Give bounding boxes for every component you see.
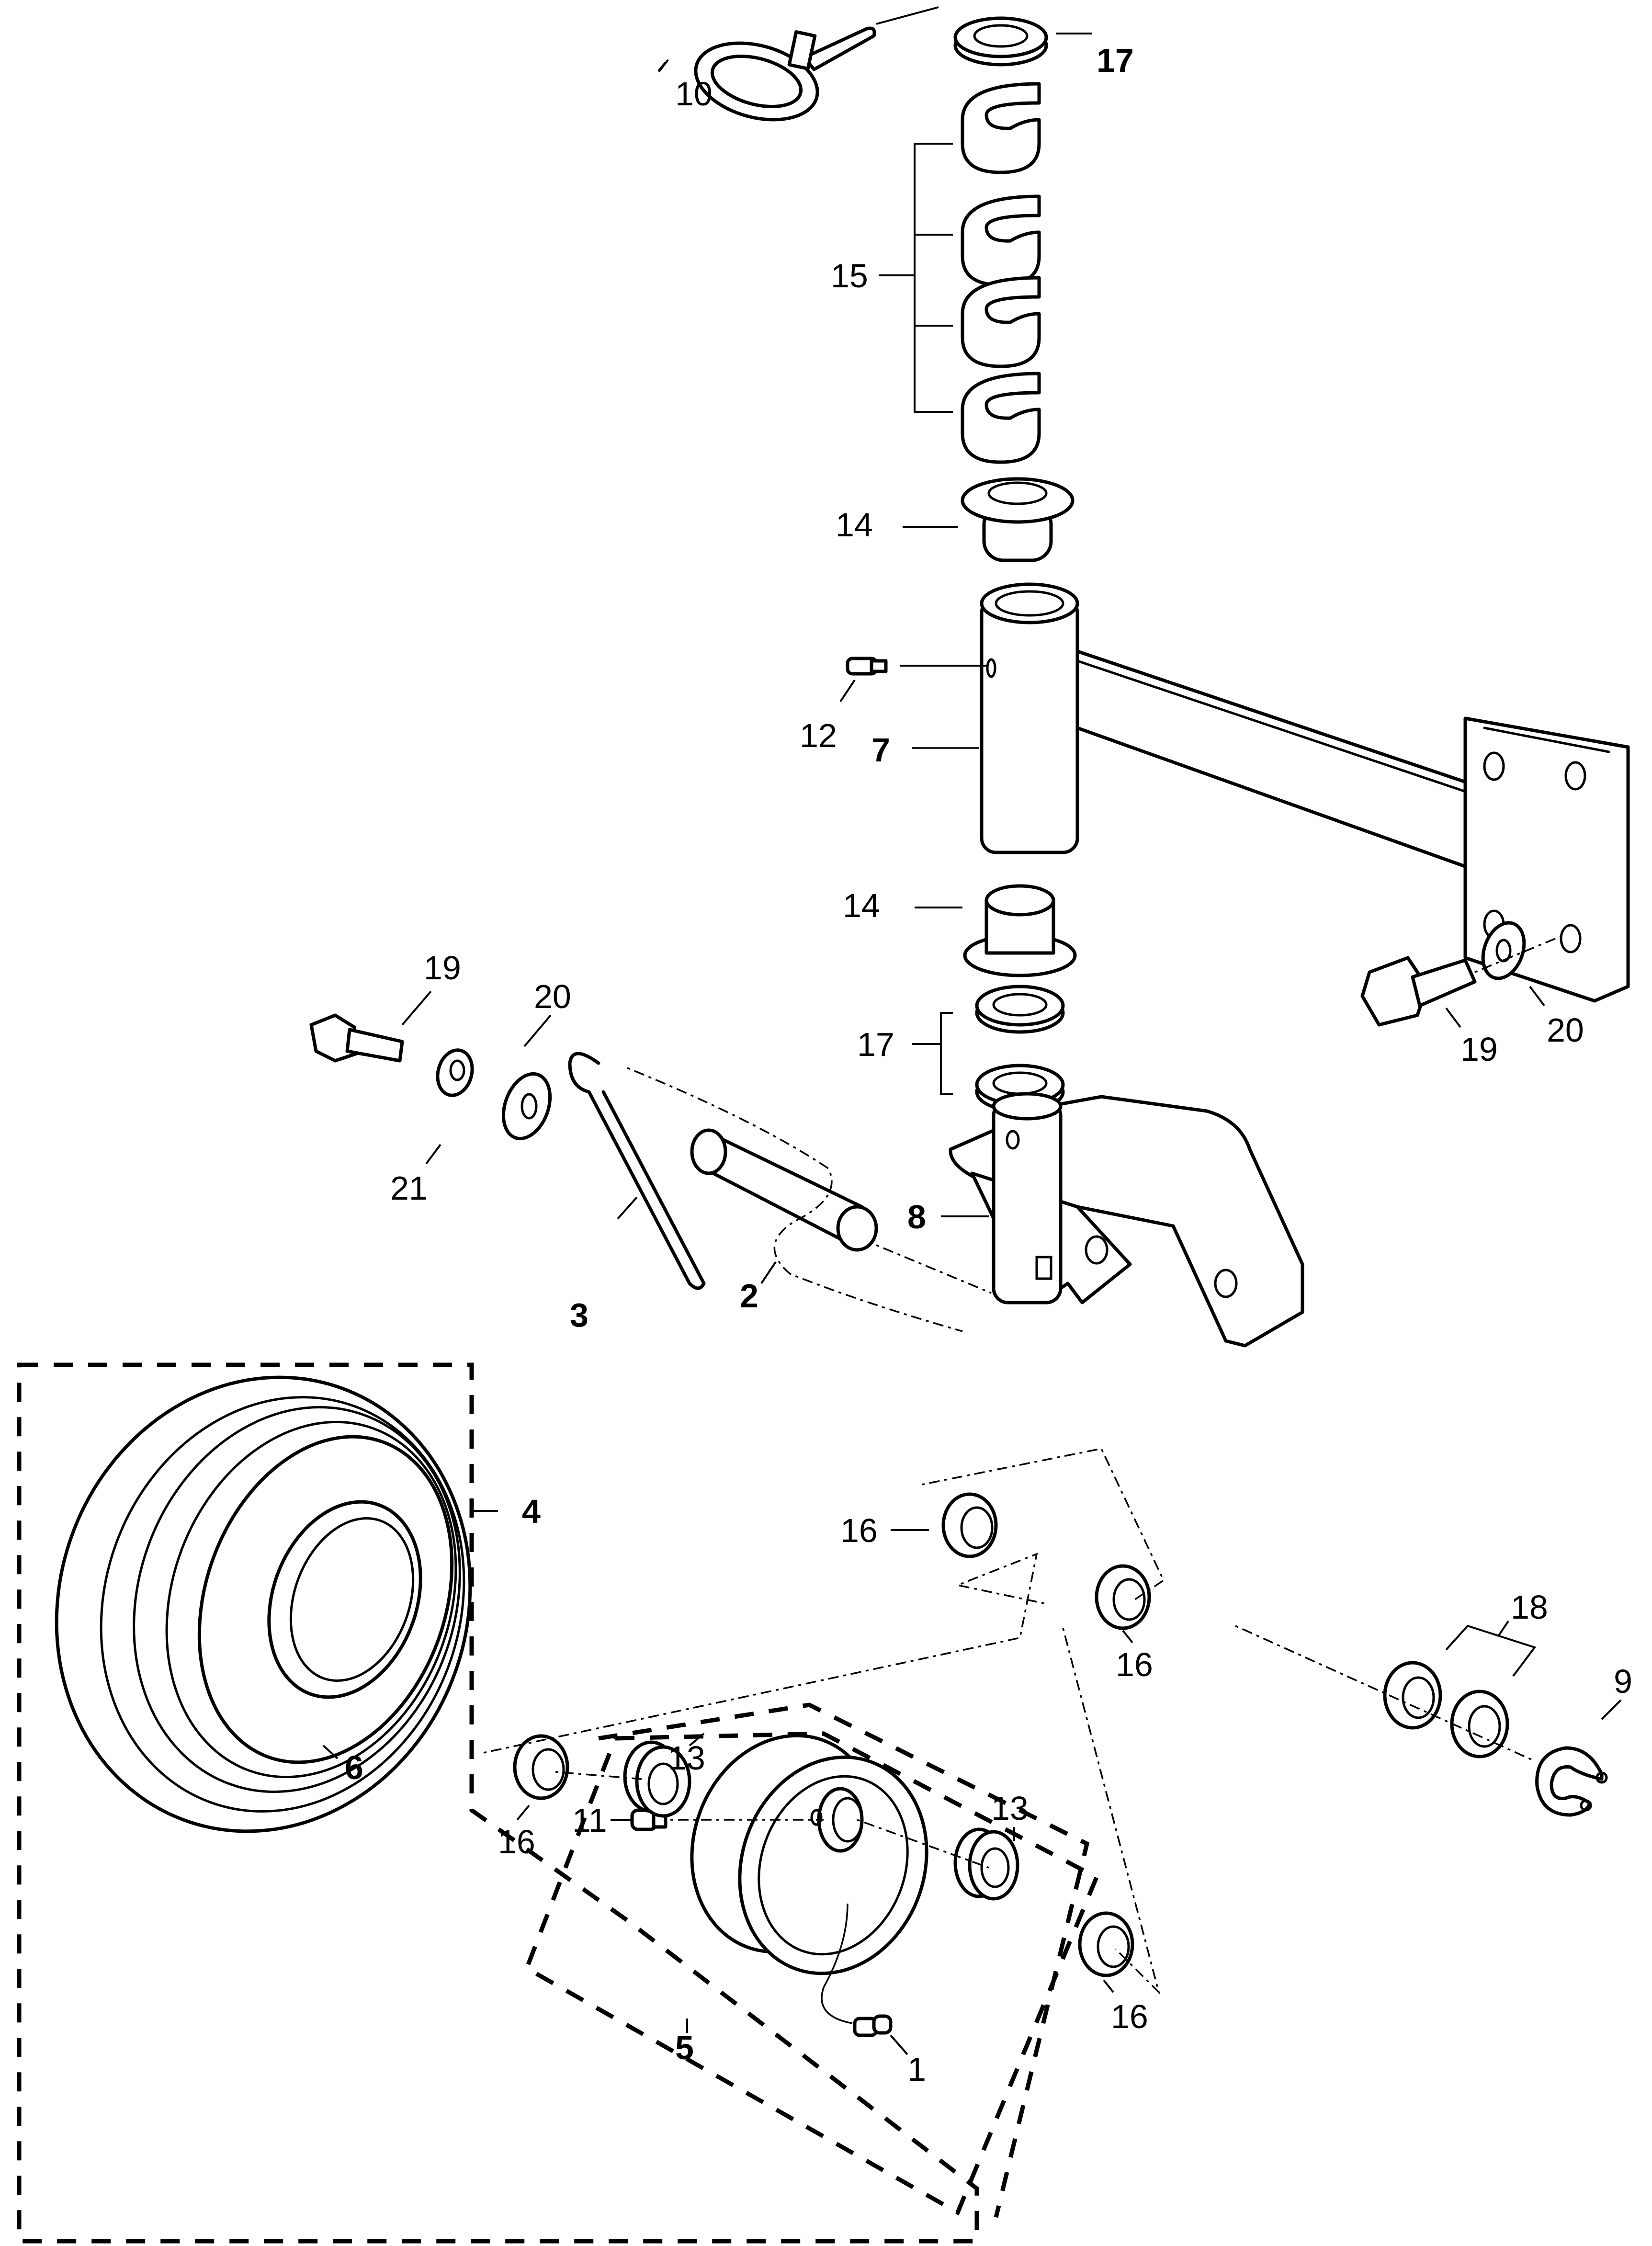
callout-8: 8 xyxy=(907,1198,926,1236)
part-ring-lock-pin xyxy=(694,26,876,122)
callout-20-left: 20 xyxy=(534,978,571,1015)
callout-18: 18 xyxy=(1511,1588,1548,1626)
callout-20-right: 20 xyxy=(1547,1011,1584,1049)
callout-labels: 1 2 3 4 5 6 7 8 9 10 11 12 13 13 14 14 1… xyxy=(345,42,1632,2088)
callout-21: 21 xyxy=(390,1169,428,1207)
part-flat-washer-left xyxy=(501,1072,552,1141)
callout-6: 6 xyxy=(345,1749,363,1786)
callout-11: 11 xyxy=(572,1802,607,1839)
callout-16-left: 16 xyxy=(498,1823,535,1860)
callout-13-right: 13 xyxy=(991,1790,1029,1827)
callout-9: 9 xyxy=(1614,1663,1632,1700)
part-wheel-bearing-right xyxy=(953,1827,1019,1901)
part-spacer-upper-left xyxy=(941,1492,998,1558)
callout-17-top: 17 xyxy=(1097,42,1134,79)
part-pin xyxy=(690,1128,878,1252)
callout-16-upper-left: 16 xyxy=(840,1512,878,1549)
callout-7: 7 xyxy=(871,731,890,769)
part-wheel-bearing-left xyxy=(623,1740,691,1818)
callout-2: 2 xyxy=(740,1277,758,1315)
part-thrust-washer-pair xyxy=(975,985,1065,1113)
c-spacer xyxy=(961,194,1041,287)
part-flanged-bushing-top xyxy=(961,477,1075,562)
c-spacer xyxy=(961,276,1041,368)
callout-13-left: 13 xyxy=(668,1739,705,1777)
callout-17-lower: 17 xyxy=(857,1026,894,1063)
callout-3: 3 xyxy=(570,1296,588,1334)
part-washer-pair xyxy=(1383,1661,1509,1758)
part-caster-arm-tube-bracket xyxy=(980,582,1630,1003)
part-flat-washer-right xyxy=(1481,921,1526,980)
c-spacer xyxy=(961,372,1041,464)
part-lock-washer xyxy=(436,1048,474,1097)
part-grease-fitting-1 xyxy=(853,2014,893,2037)
part-c-spacer-set xyxy=(961,82,1041,464)
part-caster-fork-spindle xyxy=(992,1092,1063,1304)
callout-12: 12 xyxy=(800,717,837,754)
part-spacer-lower-right xyxy=(1078,1911,1134,1977)
callout-14-top: 14 xyxy=(836,506,873,544)
callout-16-upper-right: 16 xyxy=(1116,1646,1153,1683)
callout-1: 1 xyxy=(907,2051,926,2088)
part-grease-fitting-12 xyxy=(846,657,888,676)
assembly-boundary-4 xyxy=(17,1362,979,2244)
callout-16-lower-right: 16 xyxy=(1111,1998,1148,2035)
callout-5: 5 xyxy=(675,2029,694,2066)
part-spacer-left xyxy=(513,1734,569,1800)
part-tire xyxy=(55,1375,472,1833)
callout-10: 10 xyxy=(675,75,713,113)
part-thrust-washer-top xyxy=(953,16,1048,67)
part-hairpin-clip xyxy=(568,1052,706,1290)
callout-15: 15 xyxy=(831,257,868,295)
callout-19-left: 19 xyxy=(424,949,461,987)
part-hex-bolt-left xyxy=(309,1013,404,1063)
part-flanged-bushing-lower xyxy=(963,884,1077,977)
part-wheel-rim xyxy=(690,1734,928,1975)
callout-14-lower: 14 xyxy=(843,887,880,924)
part-retaining-clip xyxy=(1535,1746,1608,1817)
callout-19-right: 19 xyxy=(1460,1031,1498,1068)
c-spacer xyxy=(961,82,1041,174)
part-hex-bolt-right xyxy=(1360,956,1477,1027)
callout-4: 4 xyxy=(522,1493,541,1530)
part-spacer-upper-right xyxy=(1095,1564,1151,1630)
